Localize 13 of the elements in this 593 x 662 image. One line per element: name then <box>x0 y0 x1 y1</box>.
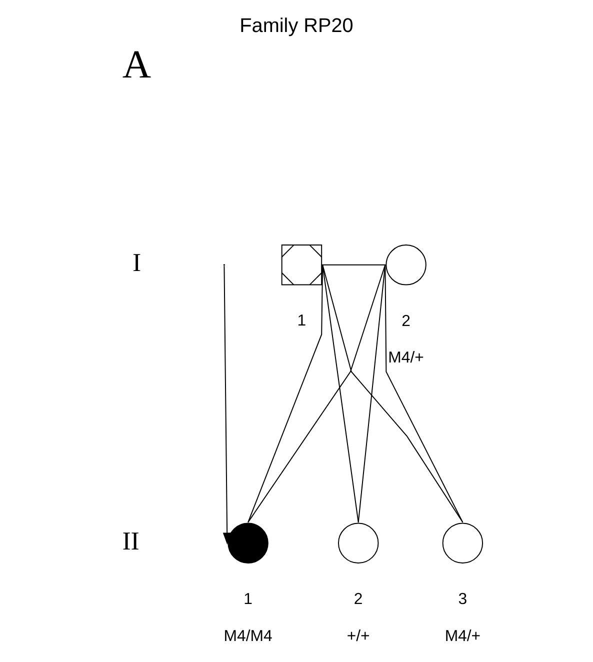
label: A <box>122 42 152 87</box>
node-label: 1 <box>244 591 252 608</box>
node-label: M4/M4 <box>224 628 272 645</box>
node-label: 2 <box>354 591 363 608</box>
node-label: M4/+ <box>388 350 424 367</box>
node-label: 2 <box>402 312 410 330</box>
node-label: 3 <box>458 591 468 608</box>
label: II <box>122 526 140 556</box>
node-label: +/+ <box>346 628 370 645</box>
node-label: M4/+ <box>444 628 481 645</box>
label: I <box>132 248 142 278</box>
node-label: 1 <box>297 312 306 330</box>
diagram-title: Family RP20 <box>240 14 354 37</box>
